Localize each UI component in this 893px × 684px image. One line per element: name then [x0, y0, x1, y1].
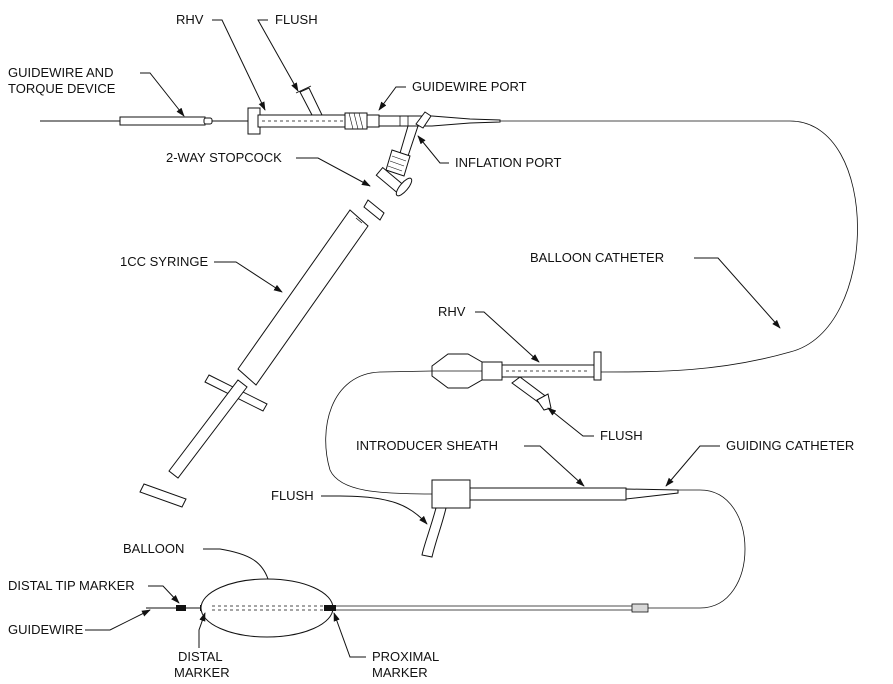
svg-text:1CC SYRINGE: 1CC SYRINGE	[120, 254, 208, 269]
label-distal-tip-marker: DISTAL TIP MARKER	[8, 578, 180, 604]
label-guidewire-port: GUIDEWIRE PORT	[378, 79, 527, 111]
svg-text:GUIDING CATHETER: GUIDING CATHETER	[726, 438, 854, 453]
svg-text:BALLOON CATHETER: BALLOON CATHETER	[530, 250, 664, 265]
label-guiding-catheter: GUIDING CATHETER	[665, 438, 854, 487]
svg-text:GUIDEWIRE: GUIDEWIRE	[8, 622, 83, 637]
svg-text:2-WAY STOPCOCK: 2-WAY STOPCOCK	[166, 150, 282, 165]
label-guidewire-torque: GUIDEWIRE AND TORQUE DEVICE	[8, 65, 185, 117]
svg-text:DISTAL: DISTAL	[178, 649, 223, 664]
svg-text:FLUSH: FLUSH	[271, 488, 314, 503]
label-inflation-port: INFLATION PORT	[417, 135, 561, 170]
rhv-mid	[431, 351, 602, 411]
svg-text:INFLATION PORT: INFLATION PORT	[455, 155, 561, 170]
rhv-top	[247, 85, 380, 135]
guiding-catheter	[325, 370, 746, 609]
label-balloon-catheter: BALLOON CATHETER	[530, 250, 781, 329]
two-way-stopcock	[375, 149, 413, 197]
guidewire-and-torque-device	[40, 116, 250, 126]
introducer-sheath	[421, 479, 679, 558]
label-flush-bottom: FLUSH	[271, 488, 428, 525]
label-proximal-marker: PROXIMAL MARKER	[333, 612, 439, 680]
svg-text:PROXIMAL: PROXIMAL	[372, 649, 439, 664]
1cc-syringe	[139, 199, 385, 508]
label-two-way-stopcock: 2-WAY STOPCOCK	[166, 150, 371, 187]
label-balloon: BALLOON	[123, 541, 269, 580]
label-rhv-top: RHV	[176, 12, 266, 111]
balloon-assembly	[146, 578, 649, 638]
label-rhv-mid: RHV	[438, 304, 540, 363]
label-flush-top: FLUSH	[257, 12, 318, 92]
svg-text:MARKER: MARKER	[174, 665, 230, 680]
svg-text:FLUSH: FLUSH	[600, 428, 643, 443]
svg-text:INTRODUCER SHEATH: INTRODUCER SHEATH	[356, 438, 498, 453]
svg-text:FLUSH: FLUSH	[275, 12, 318, 27]
label-introducer-sheath: INTRODUCER SHEATH	[356, 438, 585, 487]
label-distal-marker: DISTAL MARKER	[174, 612, 230, 680]
svg-text:DISTAL TIP MARKER: DISTAL TIP MARKER	[8, 578, 135, 593]
svg-text:RHV: RHV	[176, 12, 204, 27]
catheter-hub	[378, 111, 501, 163]
svg-text:GUIDEWIRE AND: GUIDEWIRE AND	[8, 65, 113, 80]
label-guidewire: GUIDEWIRE	[8, 609, 151, 637]
label-syringe: 1CC SYRINGE	[120, 254, 283, 293]
svg-text:BALLOON: BALLOON	[123, 541, 184, 556]
svg-text:MARKER: MARKER	[372, 665, 428, 680]
svg-text:TORQUE DEVICE: TORQUE DEVICE	[8, 81, 116, 96]
svg-text:RHV: RHV	[438, 304, 466, 319]
svg-text:GUIDEWIRE PORT: GUIDEWIRE PORT	[412, 79, 527, 94]
label-flush-mid: FLUSH	[547, 407, 643, 443]
